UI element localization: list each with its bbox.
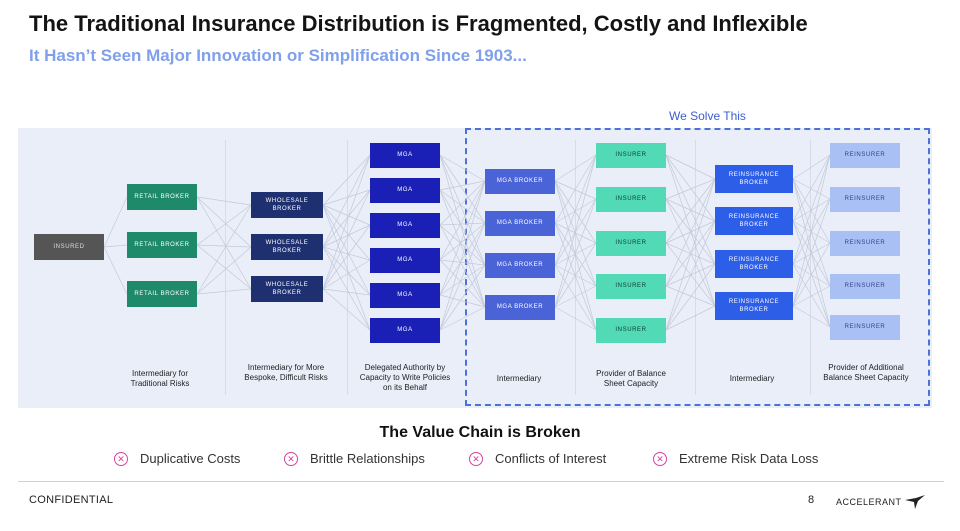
page-number: 8	[808, 494, 815, 506]
node-insurer: INSURER	[596, 142, 666, 168]
node-insurer: INSURER	[596, 186, 666, 212]
node-reinsurer: REINSURER	[830, 314, 900, 340]
node-retail-broker: RETAIL BROKER	[127, 232, 197, 258]
issue-label: Conflicts of Interest	[495, 451, 607, 466]
page-subtitle: It Hasn’t Seen Major Innovation or Simpl…	[29, 46, 527, 65]
issue-item: ✕ Duplicative Costs	[114, 451, 240, 466]
node-mga: MGA	[370, 212, 440, 238]
caption-retail: Intermediary for Traditional Risks	[130, 369, 190, 388]
node-mga-broker: MGA BROKER	[485, 294, 555, 320]
confidential-label: CONFIDENTIAL	[29, 494, 114, 506]
column-divider	[810, 140, 811, 395]
caption-mga-broker: Intermediary	[496, 374, 542, 383]
caption-mga: Delegated Authority by Capacity to Write…	[359, 363, 451, 392]
issue-item: ✕ Brittle Relationships	[284, 451, 425, 466]
node-reinsurer: REINSURER	[830, 273, 900, 299]
logo-text: ACCELERANT	[836, 497, 902, 507]
issue-item: ✕ Extreme Risk Data Loss	[653, 451, 818, 466]
node-insurer: INSURER	[596, 317, 666, 343]
column-divider	[225, 140, 226, 395]
node-mga-broker: MGA BROKER	[485, 210, 555, 236]
issue-label: Extreme Risk Data Loss	[679, 451, 819, 466]
node-reinsurance-broker: REINSURANCE BROKER	[715, 165, 793, 193]
footer-divider	[18, 481, 944, 482]
node-mga: MGA	[370, 247, 440, 273]
x-circle-icon: ✕	[469, 451, 483, 466]
node-insurer: INSURER	[596, 273, 666, 299]
issue-label: Duplicative Costs	[140, 451, 241, 466]
node-reinsurer: REINSURER	[830, 142, 900, 168]
column-divider	[695, 140, 696, 395]
caption-insurer: Provider of Balance Sheet Capacity	[596, 369, 666, 388]
issue-label: Brittle Relationships	[310, 451, 425, 466]
column-divider	[575, 140, 576, 395]
page-title: The Traditional Insurance Distribution i…	[29, 11, 808, 36]
node-wholesale-broker: WHOLESALE BROKER	[251, 234, 323, 260]
value-chain-title: The Value Chain is Broken	[379, 424, 581, 441]
x-circle-icon: ✕	[284, 451, 298, 466]
node-mga-broker: MGA BROKER	[485, 252, 555, 278]
node-mga: MGA	[370, 177, 440, 203]
node-reinsurance-broker: REINSURANCE BROKER	[715, 292, 793, 320]
caption-reinsurer: Provider of Additional Balance Sheet Cap…	[823, 363, 909, 382]
x-circle-icon: ✕	[114, 451, 128, 466]
node-wholesale-broker: WHOLESALE BROKER	[251, 192, 323, 218]
bird-icon	[904, 495, 925, 509]
node-wholesale-broker: WHOLESALE BROKER	[251, 276, 323, 302]
node-reinsurance-broker: REINSURANCE BROKER	[715, 207, 793, 235]
issue-item: ✕ Conflicts of Interest	[469, 451, 606, 466]
node-mga: MGA	[370, 142, 440, 168]
node-insured: INSURED	[34, 234, 104, 260]
x-circle-icon: ✕	[653, 451, 667, 466]
node-insurer: INSURER	[596, 230, 666, 256]
node-reinsurer: REINSURER	[830, 230, 900, 256]
caption-reinsurance-broker: Intermediary	[729, 374, 775, 383]
accelerant-logo: ACCELERANT	[836, 494, 926, 510]
we-solve-this-label: We Solve This	[669, 109, 746, 123]
node-mga: MGA	[370, 317, 440, 343]
node-reinsurance-broker: REINSURANCE BROKER	[715, 250, 793, 278]
caption-wholesale: Intermediary for More Bespoke, Difficult…	[244, 363, 328, 382]
node-retail-broker: RETAIL BROKER	[127, 281, 197, 307]
column-divider	[347, 140, 348, 395]
node-reinsurer: REINSURER	[830, 186, 900, 212]
node-retail-broker: RETAIL BROKER	[127, 184, 197, 210]
node-mga: MGA	[370, 282, 440, 308]
node-mga-broker: MGA BROKER	[485, 168, 555, 194]
